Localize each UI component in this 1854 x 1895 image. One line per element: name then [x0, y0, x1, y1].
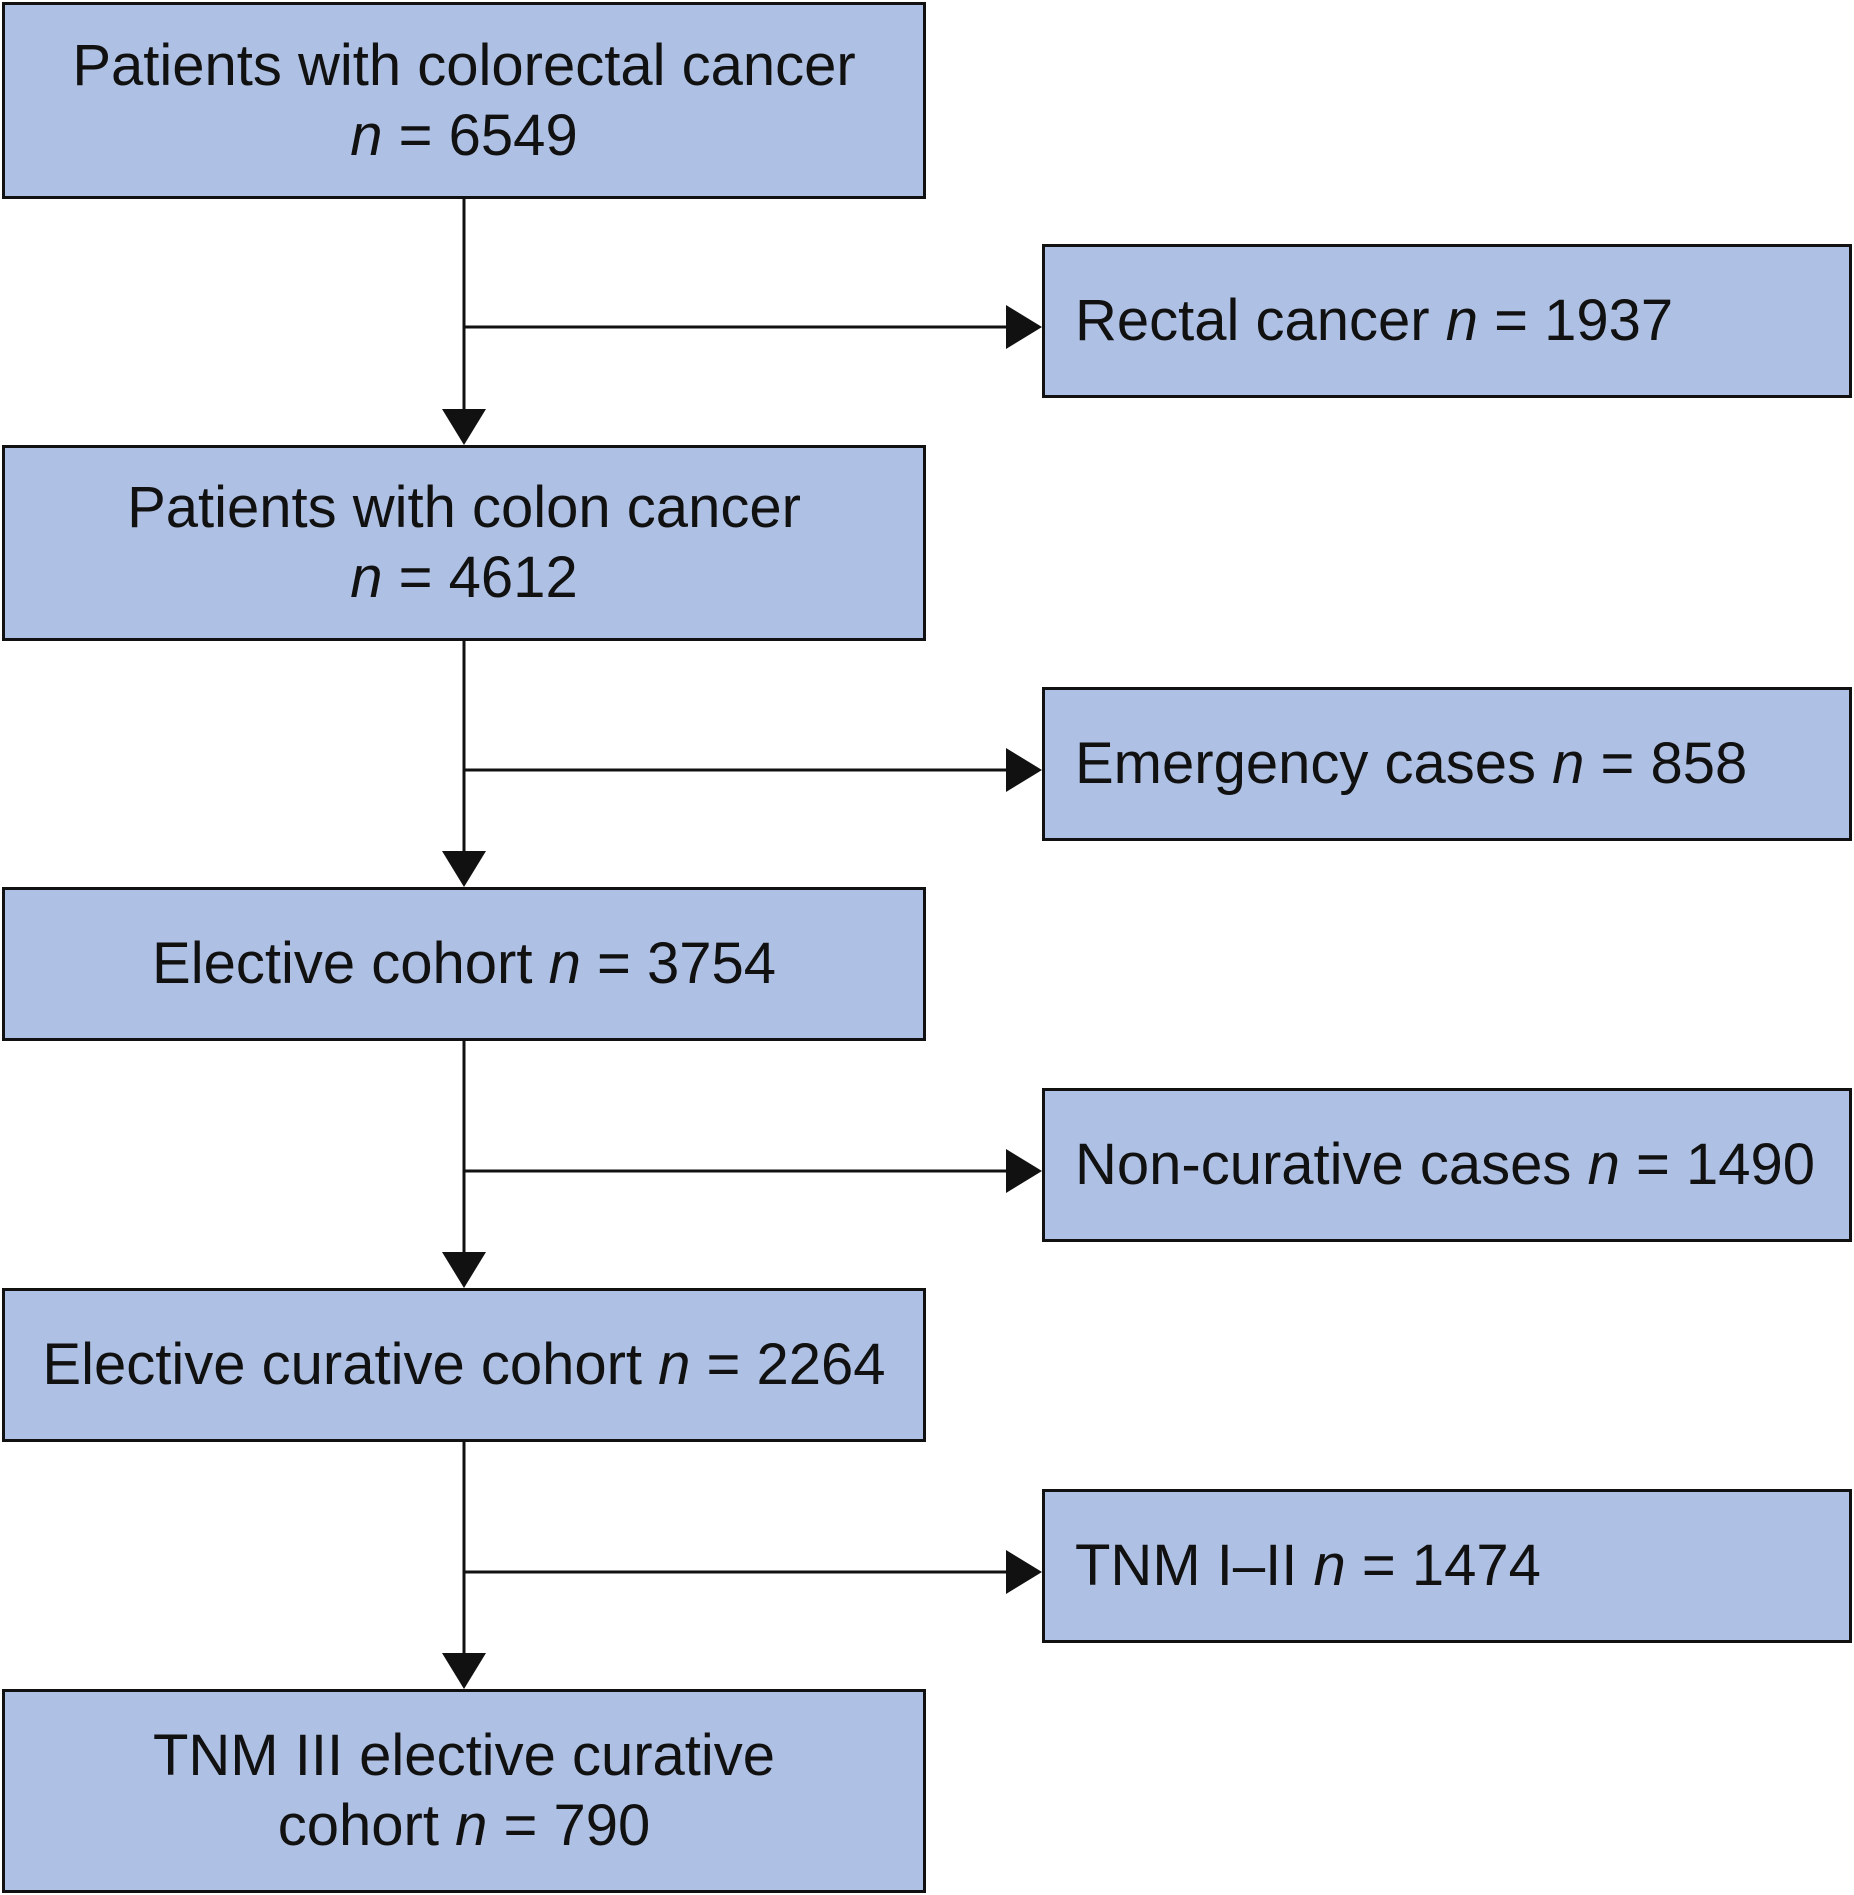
count-value: 3754: [646, 931, 776, 996]
count-value: 790: [553, 1793, 651, 1858]
equals-sign: =: [690, 1332, 757, 1397]
count-value: 4612: [448, 545, 578, 610]
box-text-line: Patients with colorectal cancer: [72, 31, 855, 101]
n-symbol: n: [350, 545, 383, 610]
box-label: TNM III elective curative: [152, 1723, 776, 1788]
equals-sign: =: [487, 1793, 554, 1858]
right-arrow-icon: [1006, 1550, 1042, 1594]
box-text-line: Patients with colon cancer: [127, 473, 801, 543]
n-symbol: n: [658, 1332, 691, 1397]
down-arrow-icon: [442, 851, 486, 887]
box-text-line: Elective cohort n = 3754: [152, 929, 776, 999]
down-arrow-icon: [442, 1653, 486, 1689]
box-text-line: Emergency cases n = 858: [1075, 729, 1747, 799]
equals-sign: =: [382, 102, 449, 168]
box-text-line: n = 6549: [350, 101, 577, 171]
tnm1-2-exclusion-box: TNM I–II n = 1474: [1042, 1489, 1852, 1643]
n-symbol: n: [350, 102, 383, 168]
equals-sign: =: [1478, 288, 1545, 353]
count-value: 1490: [1685, 1132, 1815, 1197]
down-arrow-icon: [442, 1252, 486, 1288]
emergency-cases-exclusion-box: Emergency cases n = 858: [1042, 687, 1852, 841]
n-symbol: n: [1587, 1132, 1620, 1197]
box-text-line: TNM III elective curative: [153, 1721, 775, 1791]
box-text-line: cohort n = 790: [278, 1791, 650, 1861]
box-label: Non-curative cases: [1075, 1132, 1572, 1197]
rectal-cancer-exclusion-box: Rectal cancer n = 1937: [1042, 244, 1852, 398]
right-arrow-icon: [1006, 305, 1042, 349]
box-label: Patients with colorectal cancer: [72, 32, 856, 98]
equals-sign: =: [1619, 1132, 1686, 1197]
count-value: 858: [1650, 731, 1748, 796]
box-label: Elective curative cohort: [42, 1332, 643, 1397]
n-symbol: n: [1552, 731, 1585, 796]
elective-cohort-box: Elective cohort n = 3754: [2, 887, 926, 1041]
count-value: 1937: [1544, 288, 1674, 353]
down-arrow-icon: [442, 409, 486, 445]
n-symbol: n: [1313, 1533, 1346, 1598]
box-label: TNM I–II: [1075, 1533, 1298, 1598]
box-label: Elective cohort: [152, 931, 533, 996]
count-value: 1474: [1411, 1533, 1541, 1598]
box-text-line: n = 4612: [350, 543, 577, 613]
n-symbol: n: [455, 1793, 488, 1858]
count-value: 2264: [756, 1332, 886, 1397]
box-label: Emergency cases: [1075, 731, 1536, 796]
elective-curative-cohort-box: Elective curative cohort n = 2264: [2, 1288, 926, 1442]
n-symbol: n: [548, 931, 581, 996]
box-text-line: TNM I–II n = 1474: [1075, 1531, 1541, 1601]
right-arrow-icon: [1006, 748, 1042, 792]
equals-sign: =: [1584, 731, 1651, 796]
box-label: Rectal cancer: [1075, 288, 1430, 353]
right-arrow-icon: [1006, 1149, 1042, 1193]
equals-sign: =: [1345, 1533, 1412, 1598]
equals-sign: =: [580, 931, 647, 996]
box-text-line: Rectal cancer n = 1937: [1075, 286, 1673, 356]
box-label: cohort: [277, 1793, 439, 1858]
count-value: 6549: [448, 102, 578, 168]
n-symbol: n: [1445, 288, 1478, 353]
non-curative-cases-exclusion-box: Non-curative cases n = 1490: [1042, 1088, 1852, 1242]
box-text-line: Elective curative cohort n = 2264: [42, 1330, 885, 1400]
box-text-line: Non-curative cases n = 1490: [1075, 1130, 1815, 1200]
equals-sign: =: [382, 545, 449, 610]
box-label: Patients with colon cancer: [127, 475, 801, 540]
